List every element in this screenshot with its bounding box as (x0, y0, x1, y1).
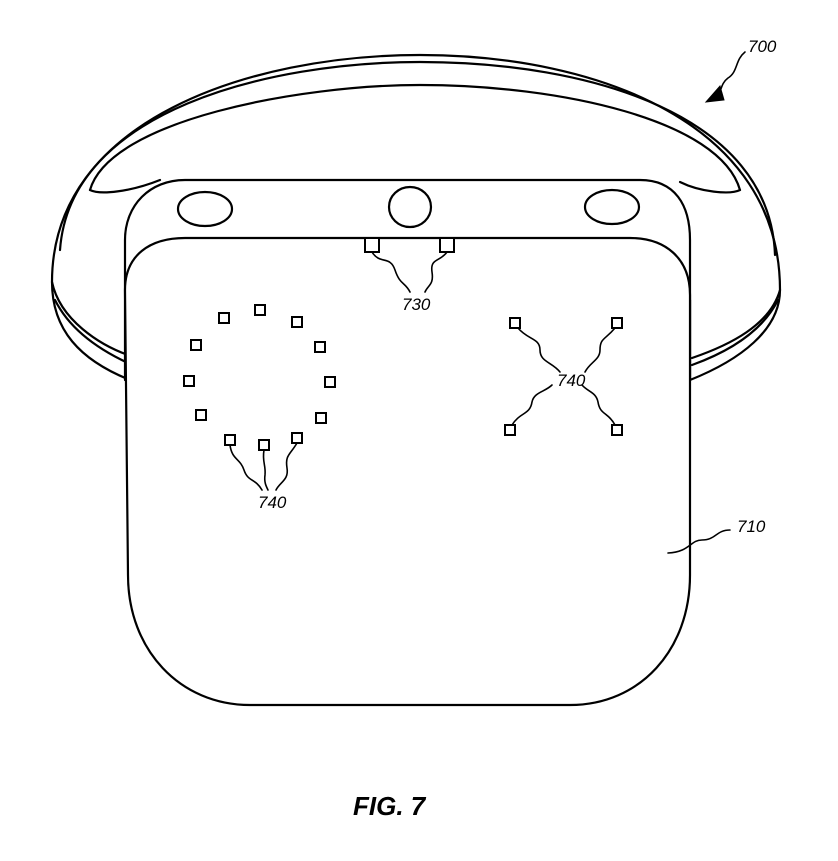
electrode-730-left (364, 237, 380, 253)
x-electrode-bottom-left (504, 424, 516, 436)
label-740-circle: 740 (258, 493, 287, 512)
circle-electrode (190, 339, 202, 351)
circle-electrode (254, 304, 266, 316)
x-electrode-array (504, 317, 623, 436)
figure-caption: FIG. 7 (353, 791, 427, 821)
label-710: 710 (737, 517, 766, 536)
x-electrode-bottom-right (611, 424, 623, 436)
leader-710 (667, 529, 731, 554)
circle-electrode (324, 376, 336, 388)
leader-700 (704, 51, 746, 103)
electrode-730-right (439, 237, 455, 253)
label-740-x: 740 (557, 371, 586, 390)
circle-electrode (314, 341, 326, 353)
circle-electrode (291, 432, 303, 444)
label-700: 700 (748, 37, 777, 56)
circle-electrode (291, 316, 303, 328)
circle-electrode (218, 312, 230, 324)
device-body (123, 236, 692, 707)
circle-electrode (195, 409, 207, 421)
circle-electrode (258, 439, 270, 451)
circle-electrode (315, 412, 327, 424)
x-electrode-top-right (611, 317, 623, 329)
hole-center (387, 185, 433, 229)
top-electrodes (364, 237, 455, 293)
label-730: 730 (402, 295, 431, 314)
x-electrode-top-left (509, 317, 521, 329)
circle-electrode-array (183, 304, 336, 491)
circle-electrode (183, 375, 195, 387)
hole-right (583, 188, 641, 226)
hole-left (176, 190, 234, 228)
circle-electrode (224, 434, 236, 446)
